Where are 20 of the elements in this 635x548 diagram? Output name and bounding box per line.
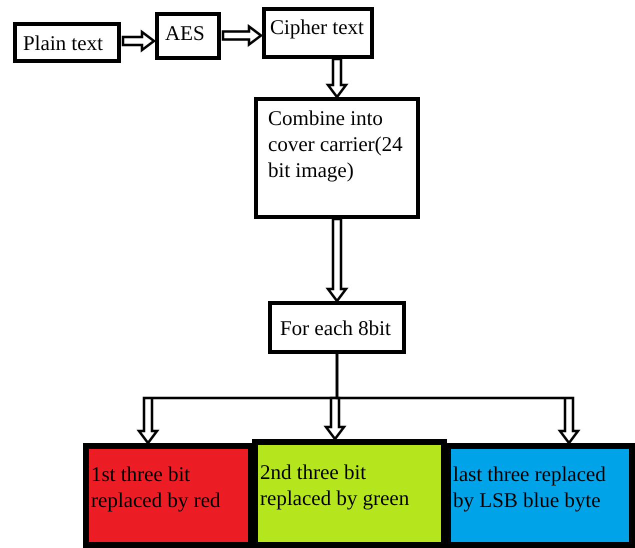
box-label: 2nd three bit replaced by green [260, 459, 410, 511]
box-label: Cipher text [270, 14, 365, 40]
process-box [262, 7, 374, 59]
process-box [254, 97, 420, 219]
box-label: Plain text [23, 30, 104, 56]
block-arrow [122, 30, 156, 52]
process-box [155, 12, 221, 60]
colored-process-box [445, 443, 635, 548]
process-box [268, 301, 406, 354]
box-label: last three replaced by LSB blue byte [453, 461, 607, 513]
box-label: Combine into cover carrier(24 bit image) [268, 105, 404, 183]
block-arrow [222, 24, 264, 47]
block-arrow [336, 352, 580, 446]
box-label: 1st three bit replaced by red [91, 461, 222, 513]
colored-process-box [83, 443, 254, 548]
box-label: For each 8bit [280, 315, 392, 341]
block-arrow [326, 58, 348, 100]
process-box [13, 22, 121, 63]
box-label: AES [165, 20, 206, 46]
block-arrow [326, 218, 348, 304]
